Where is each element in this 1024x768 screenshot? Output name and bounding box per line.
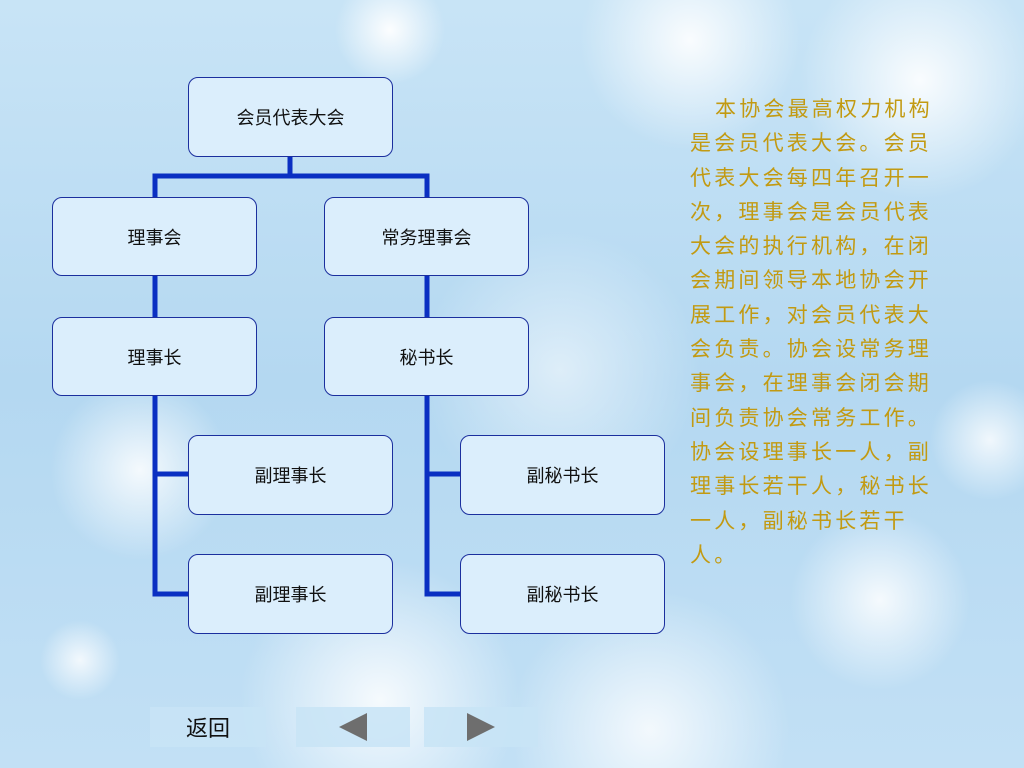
box-standing-council-label: 常务理事会 (381, 227, 472, 249)
back-button-label: 返回 (185, 717, 230, 742)
box-general-assembly-label: 会员代表大会 (236, 108, 345, 129)
triangle-right-icon (467, 713, 495, 741)
box-chairman: 理事长 (52, 317, 257, 396)
description-text: 本协会最高权力机构是会员代表大会。会员代表大会每四年召开一次，理事会是会员代表大… (690, 97, 933, 567)
box-secretary-general: 秘书长 (324, 317, 529, 396)
previous-button[interactable] (296, 707, 410, 747)
box-chairman-label: 理事长 (127, 347, 182, 369)
box-deputy-secretary-2: 副秘书长 (460, 554, 665, 634)
box-general-assembly: 会员代表大会 (188, 77, 393, 157)
box-deputy-secretary-1: 副秘书长 (460, 435, 665, 515)
box-vice-chairman-2-label: 副理事长 (254, 585, 327, 606)
box-vice-chairman-2: 副理事长 (188, 554, 393, 634)
back-button[interactable]: 返回 (150, 707, 266, 747)
box-council-label: 理事会 (127, 227, 182, 249)
box-vice-chairman-1: 副理事长 (188, 435, 393, 515)
box-vice-chairman-1-label: 副理事长 (254, 466, 327, 487)
next-button[interactable] (424, 707, 538, 747)
box-council: 理事会 (52, 197, 257, 276)
triangle-left-icon (339, 713, 367, 741)
box-deputy-secretary-2-label: 副秘书长 (526, 585, 599, 606)
box-secretary-general-label: 秘书长 (399, 347, 454, 369)
box-standing-council: 常务理事会 (324, 197, 529, 276)
box-deputy-secretary-1-label: 副秘书长 (526, 466, 599, 487)
